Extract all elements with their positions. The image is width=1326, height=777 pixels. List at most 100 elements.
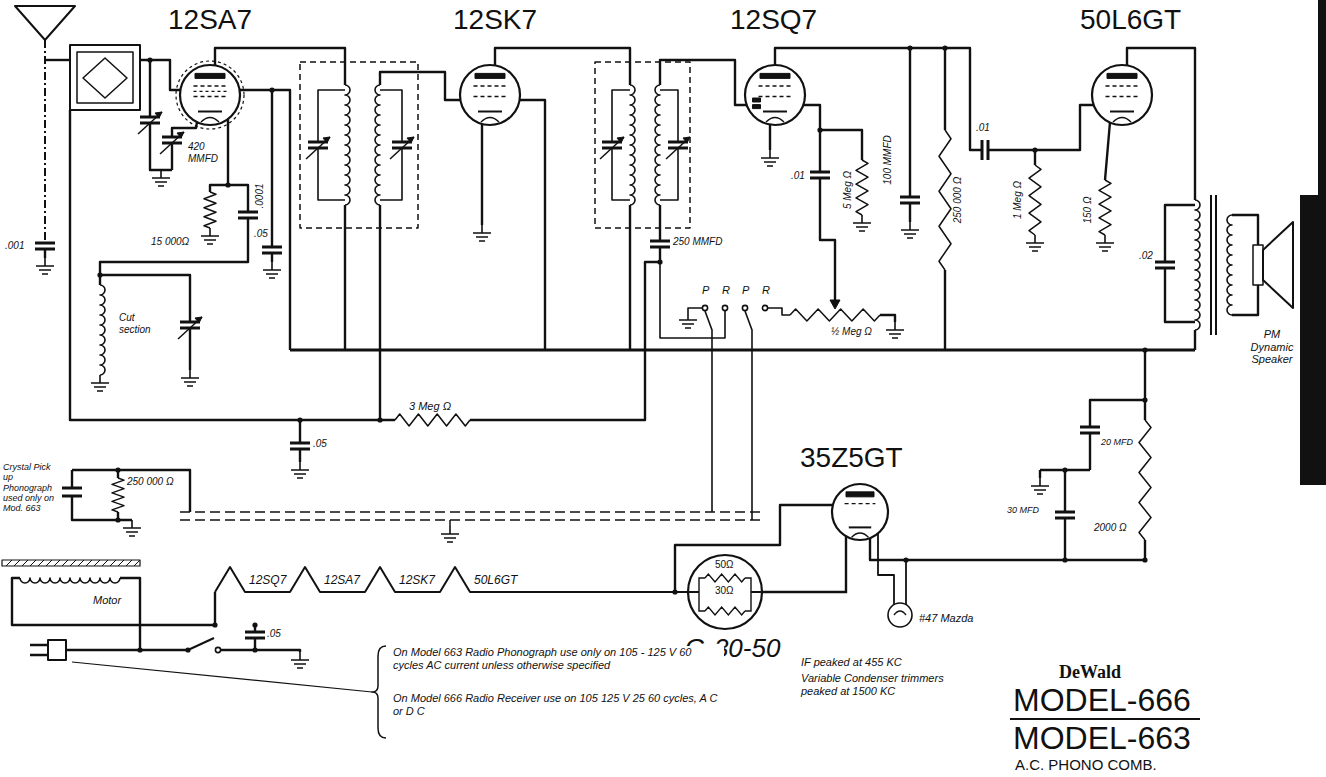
switch-position: P — [741, 284, 750, 297]
wire — [1165, 205, 1195, 262]
wire — [909, 48, 911, 197]
wire — [290, 349, 1195, 352]
ground-symbol — [473, 225, 491, 241]
variable-arrow — [155, 112, 162, 118]
ground-symbol — [853, 215, 871, 231]
component-value: .05 — [253, 228, 269, 240]
ground-symbol — [152, 170, 170, 186]
wire — [944, 270, 946, 350]
switch-position: R — [761, 284, 771, 297]
component-value: .01 — [975, 122, 991, 134]
coil-symbol — [630, 85, 635, 205]
junction-dot — [1142, 347, 1147, 352]
wire — [70, 110, 300, 420]
wire — [221, 650, 300, 652]
wire — [745, 311, 752, 520]
wire — [660, 90, 678, 142]
wire — [481, 124, 483, 225]
shield-can — [300, 62, 418, 228]
tube-cathode — [763, 111, 787, 113]
ground-symbol — [291, 462, 309, 478]
wire — [72, 470, 190, 512]
switch-contact — [762, 305, 767, 310]
wire — [1064, 518, 1066, 560]
wire — [660, 148, 678, 200]
wire — [120, 578, 140, 650]
coil-symbol — [1195, 200, 1200, 330]
variable-arrow — [683, 137, 690, 143]
wire — [380, 72, 461, 100]
note: Variable Condenser trimmers peaked at 15… — [800, 672, 972, 697]
wire — [768, 308, 790, 315]
tube-plate — [760, 73, 790, 78]
resistor-symbol — [1029, 165, 1041, 235]
component-value: .0001 — [254, 182, 266, 209]
wire — [1232, 215, 1258, 245]
tube-shield — [176, 61, 244, 129]
switch-contact — [742, 305, 747, 310]
switch-contact — [702, 305, 707, 310]
wire — [944, 48, 946, 130]
junction-dot — [1142, 557, 1147, 562]
tube-envelope — [832, 484, 888, 540]
resistor-symbol — [856, 160, 868, 215]
ground-symbol — [1096, 235, 1114, 251]
heater-label: 12SQ7 — [248, 574, 287, 588]
variable-arrow — [323, 137, 330, 143]
wire — [878, 533, 894, 604]
part-name: PM Dynamic Speaker — [1244, 328, 1300, 366]
ground-symbol — [901, 222, 919, 238]
wire — [66, 649, 188, 651]
wire — [379, 205, 381, 420]
tube-plate — [1107, 73, 1137, 78]
capacitor-symbol — [900, 197, 920, 203]
vacuum-tube: 50L6GT — [1070, 4, 1182, 131]
resistor-symbol — [112, 478, 124, 512]
tube-heater — [766, 118, 784, 123]
tube-plate — [195, 73, 225, 78]
vacuum-tube: 12SA7 — [160, 4, 253, 133]
switch-position: P — [701, 284, 710, 297]
wire — [171, 143, 173, 170]
ground-symbol — [123, 520, 141, 536]
ballast-wire — [699, 578, 751, 611]
wire — [380, 148, 402, 200]
power-switch — [188, 638, 214, 650]
component-value: .001 — [4, 240, 25, 252]
component-value: 250 MMFD — [672, 236, 723, 248]
wire — [775, 48, 982, 150]
resistor-symbol — [705, 607, 745, 615]
wire — [820, 130, 862, 160]
brand-name: DeWald — [1058, 662, 1122, 683]
component-value: ½ Meg Ω — [830, 326, 873, 338]
tube-envelope — [460, 65, 520, 125]
note: On Model 663 Radio Phonograph use only o… — [392, 646, 724, 671]
wire — [72, 662, 372, 692]
tube-heater — [481, 118, 499, 123]
wire — [149, 60, 151, 117]
wire — [612, 90, 630, 142]
resistor-symbol — [1099, 180, 1111, 235]
wire — [12, 578, 215, 625]
diode-plate — [753, 105, 761, 109]
coil-symbol — [20, 578, 120, 583]
tube-cathode — [198, 111, 222, 113]
wire — [1194, 330, 1196, 350]
wire-connector — [762, 536, 846, 592]
tube-cathode — [849, 526, 871, 528]
part-name: Crystal Pick up Phonograph used only on … — [2, 462, 58, 514]
ground-symbol — [36, 258, 54, 274]
note-bracket — [372, 646, 386, 738]
wire — [228, 185, 248, 212]
capacitor-symbol — [1155, 262, 1175, 268]
capacitor-symbol — [245, 632, 265, 638]
heater-label: 12SK7 — [398, 574, 436, 588]
speaker-cone — [1263, 222, 1293, 308]
vacuum-tube-symbol — [454, 59, 526, 131]
antenna-lead — [44, 40, 46, 243]
component-value: 3 Meg Ω — [408, 400, 452, 413]
capacitor-symbol — [290, 443, 310, 449]
junction-dot — [185, 647, 190, 652]
wire — [1232, 285, 1258, 315]
